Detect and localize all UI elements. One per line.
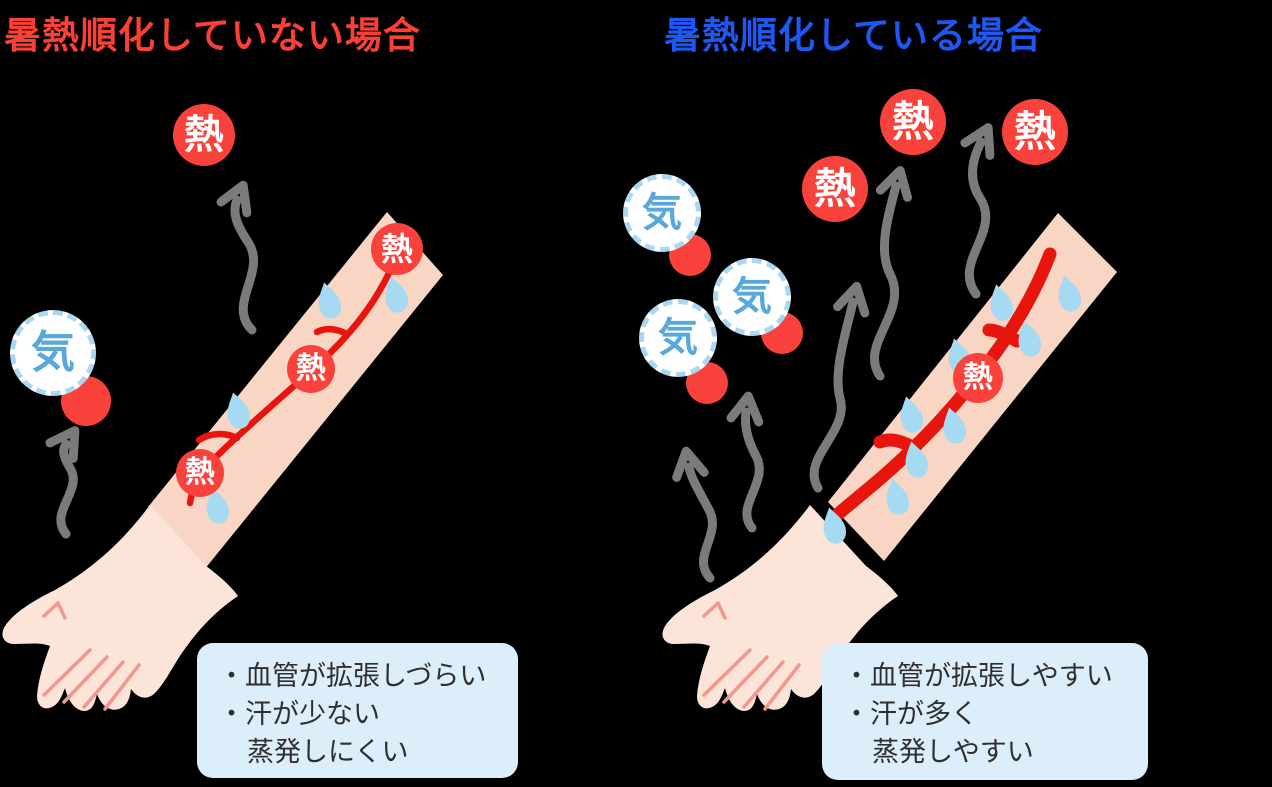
steam-arrow (672, 446, 717, 583)
steam-arrow (809, 281, 870, 493)
steam-arrow (45, 426, 80, 539)
info-line: ・血管が拡張しやすい (843, 661, 1113, 691)
steam-arrows (672, 123, 995, 583)
vapor-badge: 気 (623, 174, 701, 252)
right-arm-illustration (660, 123, 1117, 713)
info-line: 蒸発しにくい (247, 737, 409, 767)
heat-badge: 熱 (371, 223, 423, 275)
steam-arrow (870, 166, 912, 381)
info-line: ・血管が拡張しづらい (218, 661, 487, 691)
heat-badge: 熱 (173, 104, 235, 166)
left-arm-illustration (0, 180, 443, 713)
heat-badge: 熱 (176, 449, 224, 497)
heat-badge: 熱 (953, 353, 1003, 403)
vapor-badge: 気 (713, 258, 791, 336)
left-panel-title: 暑熱順化していない場合 (4, 15, 421, 56)
steam-arrow (216, 180, 258, 335)
heat-badge: 熱 (802, 156, 868, 222)
heat-badge: 熱 (287, 345, 335, 393)
heat-badge: 熱 (1002, 99, 1068, 165)
vapor-badge: 気 (10, 310, 96, 396)
steam-arrow (960, 123, 995, 299)
heat-badge: 熱 (880, 89, 946, 155)
steam-arrow (726, 391, 764, 533)
info-line: 蒸発しやすい (872, 737, 1034, 767)
vapor-badge: 気 (639, 299, 717, 377)
right-info-box: ・血管が拡張しやすい ・汗が多く 蒸発しやすい (822, 643, 1148, 780)
right-panel-title: 暑熱順化している場合 (664, 15, 1043, 56)
info-line: ・汗が多く (843, 699, 978, 729)
left-info-box: ・血管が拡張しづらい ・汗が少ない 蒸発しにくい (197, 643, 518, 778)
info-line: ・汗が少ない (218, 699, 380, 729)
